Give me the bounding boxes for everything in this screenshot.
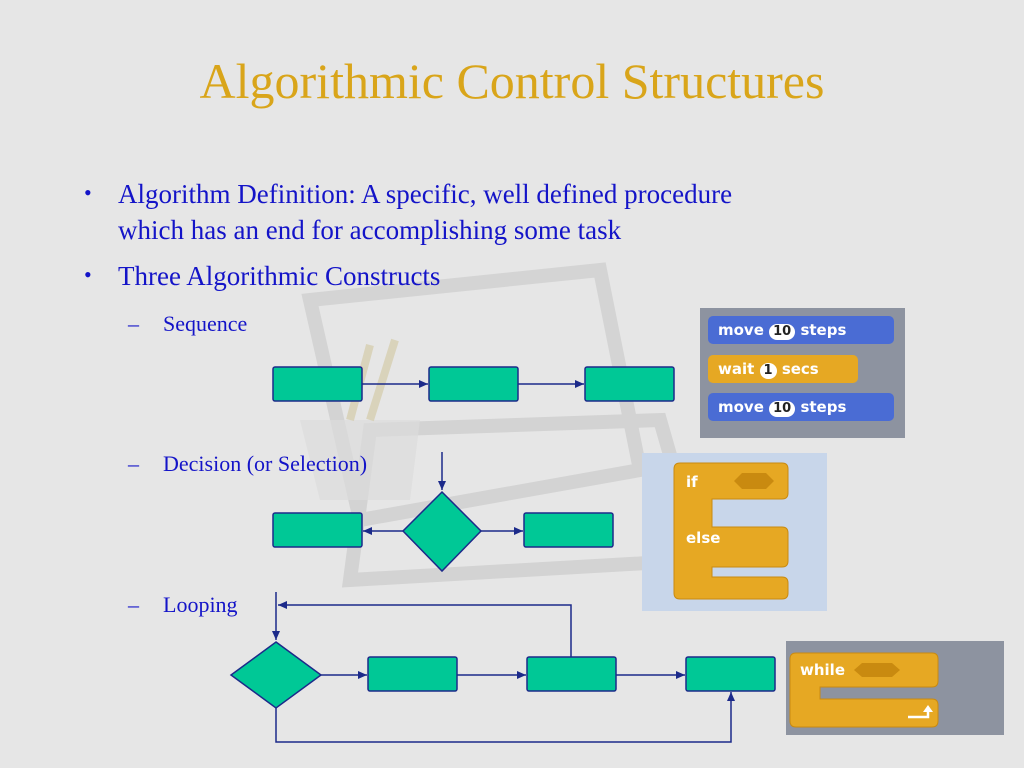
decision-box-right <box>523 512 614 548</box>
scratch-move-block: move 10 steps <box>708 316 894 344</box>
sequence-box-2 <box>428 366 519 402</box>
scratch-move2-verb: move <box>718 398 764 416</box>
sequence-flowchart <box>272 366 675 402</box>
dash-marker: – <box>128 592 139 617</box>
loop-back-arrow <box>278 601 572 657</box>
scratch-move-verb: move <box>718 321 764 339</box>
bullet-dot: • <box>84 180 92 205</box>
loop-box-2 <box>526 656 617 692</box>
bullet-dot: • <box>84 262 92 287</box>
scratch-if-label: if <box>686 473 698 491</box>
scratch-sequence-panel: move 10 steps wait 1 secs move 10 steps <box>700 308 905 438</box>
dash-marker: – <box>128 311 139 336</box>
scratch-while-label: while <box>800 661 845 679</box>
scratch-wait-verb: wait <box>718 360 755 378</box>
scratch-move-unit: steps <box>800 321 847 339</box>
decision-box-left <box>272 512 363 548</box>
scratch-move-value: 10 <box>769 324 796 340</box>
sequence-box-1 <box>272 366 363 402</box>
bullet-definition-line2: which has an end for accomplishing some … <box>118 215 622 245</box>
sub-item-decision: Decision (or Selection) <box>163 451 368 476</box>
scratch-wait-unit: secs <box>781 360 819 378</box>
sub-item-sequence: Sequence <box>163 311 248 336</box>
scratch-wait-block: wait 1 secs <box>708 355 858 383</box>
slide-title: Algorithmic Control Structures <box>199 53 825 109</box>
looping-flowchart <box>229 592 776 743</box>
bullet-constructs: Three Algorithmic Constructs <box>118 261 441 291</box>
scratch-ifelse-shape <box>673 462 789 600</box>
dash-marker: – <box>128 451 139 476</box>
scratch-move-block-2: move 10 steps <box>708 393 894 421</box>
bullet-definition-line1: Algorithm Definition: A specific, well d… <box>118 179 733 209</box>
sequence-box-3 <box>584 366 675 402</box>
decision-diamond <box>401 490 483 573</box>
scratch-while-shape <box>789 652 939 728</box>
scratch-move2-value: 10 <box>769 401 796 417</box>
loop-box-1 <box>367 656 458 692</box>
scratch-move2-unit: steps <box>800 398 847 416</box>
sub-item-looping: Looping <box>163 592 238 617</box>
scratch-else-label: else <box>686 529 721 547</box>
loop-box-3 <box>685 656 776 692</box>
scratch-ifelse-panel: if else <box>642 453 827 611</box>
loop-exit-arrow <box>275 692 735 743</box>
loop-diamond <box>229 641 323 709</box>
scratch-wait-value: 1 <box>759 363 777 379</box>
scratch-while-panel: while <box>786 641 1004 735</box>
decision-flowchart <box>272 452 614 573</box>
